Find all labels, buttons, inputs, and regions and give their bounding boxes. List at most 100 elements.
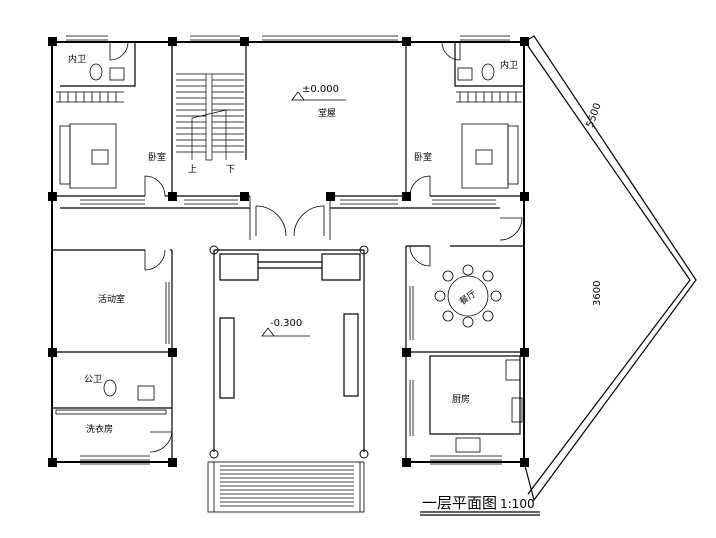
bedside-left — [91, 149, 109, 165]
window-kitchen-left — [409, 380, 414, 436]
stair-treads-right — [212, 73, 244, 153]
level-label-court: -0.300 — [270, 318, 302, 329]
stair-well — [205, 73, 213, 161]
window-bedroom-line-right — [340, 199, 398, 205]
column — [240, 192, 249, 201]
dining-chair — [442, 270, 454, 282]
window-activity-right — [165, 282, 170, 344]
window-bedroom-line-far — [432, 199, 496, 205]
room-label-dining: 餐厅 — [457, 287, 479, 307]
column — [520, 348, 529, 357]
column — [168, 37, 177, 46]
door-left-bedroom — [144, 175, 166, 197]
dining-chair — [482, 270, 494, 282]
column — [520, 458, 529, 467]
window-top-hall — [262, 35, 398, 41]
window-top-mid — [190, 35, 240, 41]
room-label-right-bath: 内卫 — [500, 59, 518, 71]
column — [402, 192, 411, 201]
basin-public — [137, 385, 155, 401]
step-lines — [220, 465, 354, 507]
closet-right — [456, 91, 522, 103]
window-dining-left — [409, 286, 414, 340]
room-label-left-bedroom: 卧室 — [148, 151, 166, 163]
level-marker-court — [261, 327, 310, 337]
dimension-diag-top: 5500 — [585, 102, 604, 130]
column — [168, 458, 177, 467]
door-main-left — [255, 205, 287, 237]
wall-left-bath — [60, 42, 136, 87]
toilet-public — [103, 379, 117, 397]
closet-left — [56, 91, 124, 103]
title-underline — [420, 511, 540, 516]
court-top-bench-right — [321, 253, 361, 281]
toilet-right — [481, 63, 495, 81]
bedside-right — [475, 149, 493, 165]
dining-chair — [482, 310, 494, 322]
court-column — [359, 449, 369, 459]
diag-inner — [527, 45, 691, 495]
door-main-frame — [249, 196, 331, 240]
stair-up-label: 上 — [188, 164, 197, 175]
stair-treads-left — [176, 73, 206, 153]
room-label-kitchen: 厨房 — [452, 393, 470, 405]
bed-right-pillow — [507, 125, 519, 185]
drawing-scale: 1:100 — [500, 497, 535, 511]
door-right-side — [499, 217, 523, 241]
room-label-right-bedroom: 卧室 — [414, 151, 432, 163]
dining-chair — [434, 290, 446, 302]
room-label-hall: 堂屋 — [318, 107, 336, 119]
window-bedroom-line-mid — [184, 199, 238, 205]
court-column — [359, 245, 369, 255]
bed-left — [69, 123, 117, 189]
level-label-hall: ±0.000 — [302, 84, 339, 95]
bed-left-pillow — [59, 125, 71, 185]
window-bottom-left — [80, 455, 150, 465]
entrance-steps — [207, 461, 365, 513]
kitchen-fridge — [505, 359, 521, 381]
door-left-bath — [109, 41, 129, 61]
door-activity — [144, 249, 166, 271]
dining-chair — [442, 310, 454, 322]
window-bottom-right — [430, 455, 502, 465]
column — [402, 37, 411, 46]
basin-left — [109, 67, 125, 81]
dining-chair — [462, 316, 474, 328]
court-top-rail — [258, 261, 322, 269]
door-laundry — [149, 431, 173, 453]
court-column — [209, 449, 219, 459]
column — [168, 192, 177, 201]
window-top-left — [66, 35, 108, 41]
kitchen-sink — [455, 437, 481, 453]
column — [402, 458, 411, 467]
window-top-right — [460, 35, 510, 41]
column — [48, 348, 57, 357]
column — [48, 192, 57, 201]
dining-chair — [462, 264, 474, 276]
column — [48, 458, 57, 467]
column — [48, 37, 57, 46]
door-main-right — [293, 205, 325, 237]
stair-down-label: 下 — [226, 165, 235, 175]
door-dining — [409, 245, 431, 267]
column — [520, 37, 529, 46]
dining-chair — [490, 290, 502, 302]
diag-outline — [523, 35, 697, 502]
door-right-bath — [441, 41, 461, 61]
dining-table — [447, 275, 489, 317]
bed-right — [461, 123, 509, 189]
dimension-diag-right: 3600 — [592, 281, 603, 306]
drawing-title: 一层平面图 — [422, 494, 497, 512]
wall-right-bath — [454, 42, 524, 87]
column — [520, 192, 529, 201]
room-label-left-bath: 内卫 — [68, 53, 86, 65]
step-rails — [213, 462, 361, 512]
court-right-bench — [343, 313, 359, 397]
window-bedroom-line-left — [80, 199, 145, 205]
column — [168, 348, 177, 357]
toilet-left — [89, 63, 103, 81]
stair-arrow — [191, 109, 227, 160]
court-left-bench — [219, 317, 235, 399]
kitchen-counter — [429, 355, 521, 435]
